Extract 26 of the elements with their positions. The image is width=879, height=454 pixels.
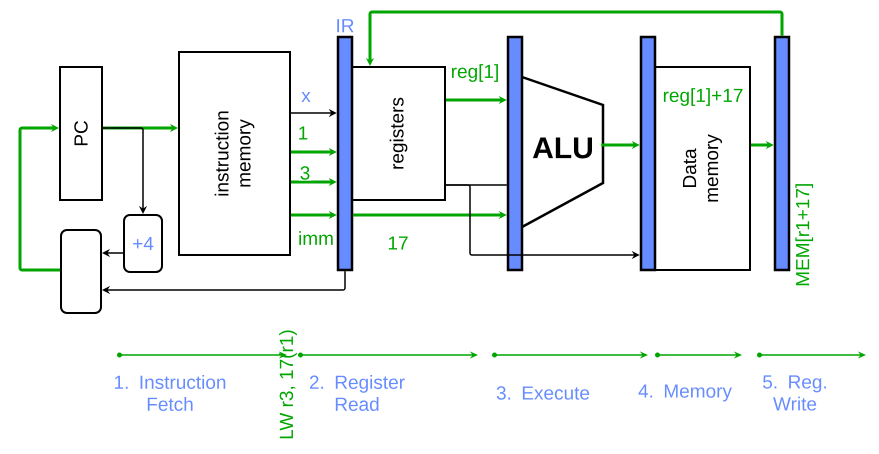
edge-label: reg[1] — [450, 63, 500, 83]
arrow — [18, 124, 60, 272]
stage-label: 2. Register Read — [310, 375, 405, 411]
pipeline-register-bar: IR — [336, 19, 354, 272]
register-output-label: MEM[r1+17] — [795, 184, 814, 286]
pipeline-register-bar — [640, 36, 656, 272]
block-box: PC — [59, 66, 103, 201]
block-box: registers — [351, 66, 446, 201]
edge-label: 3 — [298, 165, 312, 181]
rounded-box: +4 — [123, 214, 163, 273]
stage-label: 5. Reg. Write — [763, 375, 826, 411]
rounded-box — [60, 229, 102, 314]
pipeline-register-bar — [774, 36, 790, 272]
stage-label: 1. Instruction Fetch — [114, 375, 226, 411]
edge-label: 17 — [386, 235, 410, 251]
stage-label: 4. Memory — [638, 384, 732, 402]
edge-label: imm — [297, 230, 335, 246]
edge-label: 1 — [296, 125, 310, 141]
edge-label: x — [300, 90, 312, 104]
stage-label: 3. Execute — [496, 386, 590, 400]
block-box: instruction memory — [178, 51, 291, 256]
pipeline-register-bar — [506, 36, 524, 272]
node-label: IR — [337, 19, 354, 32]
edge-label: reg[1]+17 — [662, 87, 744, 107]
alu-trapezoid: ALU — [521, 76, 604, 228]
instruction-label: LW r3, 17(r1) — [279, 330, 297, 438]
